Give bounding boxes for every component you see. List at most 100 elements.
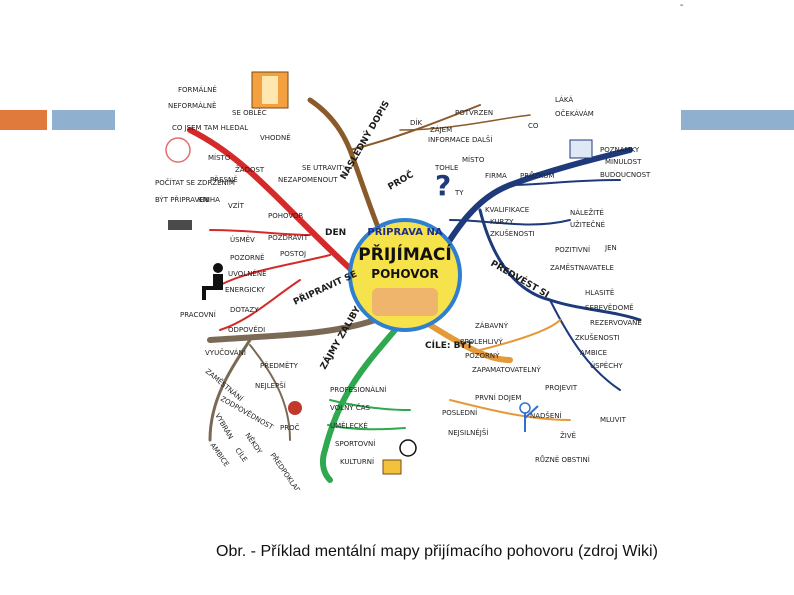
- item-cile-0: ZÁBAVNÝ: [475, 321, 509, 330]
- item-pripravit-9: VYBRÁN: [213, 412, 235, 441]
- medal-icon: [288, 401, 302, 415]
- item-den-12: KNIHA: [198, 196, 220, 204]
- item-den-2: SE OBLÉC: [232, 108, 267, 117]
- item-cile-2: POZORNÝ: [465, 351, 500, 360]
- item-dopis-1: ZÁJEM: [430, 125, 452, 134]
- central-topic: PŘÍPRAVA NA PŘIJÍMACÍ POHOVOR: [348, 218, 462, 332]
- item-den-3: VHODNĚ: [260, 133, 291, 142]
- item-proc-9: KURZY: [490, 218, 514, 226]
- face-icon: [165, 137, 191, 163]
- item-zajmy-2: UMĚLECKÉ: [330, 421, 368, 430]
- item-den-15: ÚSMĚV: [230, 235, 255, 244]
- item-zajmy-3: SPORTOVNÍ: [335, 439, 375, 448]
- item-den-16: POZDRAVIT: [268, 234, 309, 242]
- item-pripravit-12: CÍLE: [233, 446, 249, 464]
- item-den-14: POHOVOR: [268, 212, 304, 220]
- item-den-13: VZÍT: [228, 201, 245, 210]
- branch-label-proc: PROČ: [386, 168, 416, 192]
- item-pripravit-1: DOTAZY: [230, 306, 259, 314]
- item-proc-12: UŽITEČNÉ: [570, 220, 605, 229]
- book-icon: [168, 220, 192, 230]
- branch-items-dopis: DÍK ZÁJEM POTVRZEN INFORMACE DALŠÍ CO LÁ…: [410, 95, 594, 144]
- central-line1: PŘÍPRAVA NA: [367, 225, 442, 238]
- item-cile-4: PRVNÍ DOJEM: [475, 393, 521, 402]
- item-den-4: SE UTRAVIT: [302, 164, 343, 172]
- branch-items-den: FORMÁLNĚ NEFORMÁLNĚ SE OBLÉC VHODNĚ SE U…: [155, 85, 343, 294]
- person-waving-icon: [519, 402, 539, 432]
- item-pripravit-2: ODPOVĚDI: [228, 325, 265, 334]
- item-proc-14: JEN: [604, 244, 617, 252]
- item-zajmy-1: VOLNÝ ČAS: [330, 403, 370, 412]
- item-zajmy-4: KULTURNÍ: [340, 457, 374, 466]
- item-proc-6: BUDOUCNOST: [600, 171, 651, 179]
- accent-bar-blue-left: [52, 110, 115, 130]
- branch-items-predvest: ZAMĚSTNAVATELE HLASITĚ SEBEVĚDOMĚ REZERV…: [550, 263, 642, 370]
- central-line2: PŘIJÍMACÍ: [358, 243, 451, 265]
- item-dopis-5: LÁKÁ: [555, 95, 573, 104]
- item-cile-3: ZAPAMATOVATELNÝ: [472, 365, 542, 374]
- accent-bar-orange: [0, 110, 47, 130]
- item-den-7: ŽÁDOST: [235, 165, 265, 174]
- item-pripravit-6: NEJLEPŠÍ: [255, 381, 286, 390]
- person-sitting-icon: [202, 263, 223, 300]
- item-proc-2: FIRMA: [485, 172, 507, 180]
- item-den-5: CO JSEM TAM HLEDAL: [172, 124, 248, 132]
- branch-label-zajmy: ZÁJMY ZÁLIBY: [317, 304, 363, 372]
- item-dopis-3: INFORMACE DALŠÍ: [428, 135, 492, 144]
- item-cile-6: NEJSILNĚJŠÍ: [448, 428, 488, 437]
- item-dopis-0: DÍK: [410, 118, 422, 127]
- doors-icon: [251, 71, 289, 109]
- item-den-9: NEZAPOMENOUT: [278, 176, 338, 184]
- item-proc-3: PRŮZKUM: [520, 171, 554, 180]
- item-proc-10: ZKUŠENOSTI: [490, 229, 535, 238]
- item-den-10: POČÍTAT SE ZDRŽENÍM: [155, 178, 235, 187]
- item-pripravit-11: NĚKDY: [243, 431, 264, 456]
- handshake-icon: [372, 288, 438, 316]
- item-cile-7: PROJEVIT: [545, 384, 578, 392]
- item-dopis-6: OČEKÁVÁM: [555, 109, 594, 118]
- branch-label-predvest: PŘEDVÉST SI: [489, 257, 552, 300]
- item-predvest-6: ÚSPĚCHY: [590, 361, 623, 370]
- item-predvest-3: REZERVOVANĚ: [590, 318, 642, 327]
- branch-items-cile: ZÁBAVNÝ SPOLEHLIVÝ POZORNÝ ZAPAMATOVATEL…: [442, 321, 627, 464]
- branch-label-cile: CÍLE: BÝT: [425, 339, 473, 351]
- item-den-18: POSTOJ: [280, 250, 306, 258]
- item-proc-4: POZNAMKY: [600, 146, 640, 154]
- item-den-0: FORMÁLNĚ: [178, 85, 217, 94]
- item-cile-8: NADŠENÍ: [530, 411, 562, 420]
- item-pripravit-4: PŘEDMĚTY: [260, 361, 299, 370]
- item-den-1: NEFORMÁLNĚ: [168, 101, 216, 110]
- item-dopis-2: POTVRZEN: [455, 109, 493, 117]
- item-pripravit-0: PRACOVNÍ: [180, 310, 216, 319]
- item-predvest-5: AMBICE: [580, 349, 607, 357]
- question-mark-icon: ?: [435, 169, 451, 202]
- item-pripravit-8: PROČ: [280, 423, 300, 432]
- accent-bar-blue-right: [681, 110, 794, 130]
- item-predvest-1: HLASITĚ: [585, 288, 614, 297]
- corner-mark: -: [680, 0, 684, 11]
- football-icon: [399, 439, 417, 457]
- item-cile-5: POSLEDNÍ: [442, 408, 477, 417]
- branch-items-proc: TOHLE MÍSTO FIRMA PRŮZKUM POZNAMKY MINUL…: [434, 146, 651, 254]
- item-zajmy-0: PROFESIONÁLNÍ: [330, 385, 386, 394]
- item-pripravit-10: AMBICE: [208, 442, 230, 469]
- item-cile-1: SPOLEHLIVÝ: [460, 337, 504, 346]
- branch-items-zajmy: PROFESIONÁLNÍ VOLNÝ ČAS UMĚLECKÉ SPORTOV…: [330, 385, 386, 466]
- item-cile-10: MLUVIT: [600, 416, 627, 424]
- branch-label-den: DEN: [325, 228, 346, 238]
- item-pripravit-3: VYUČOVÁNÍ: [205, 348, 246, 357]
- item-predvest-4: ZKUŠENOSTI: [575, 333, 620, 342]
- item-pripravit-13: PŘEDPOKLAD: [268, 451, 303, 490]
- newspaper-icon: [569, 139, 593, 159]
- item-den-6: MÍSTO: [208, 153, 231, 162]
- item-proc-8: KVALIFIKACE: [485, 206, 529, 214]
- item-proc-0: TOHLE: [434, 164, 458, 172]
- theatre-masks-icon: [382, 459, 402, 475]
- item-proc-1: MÍSTO: [462, 155, 485, 164]
- item-den-20: ENERGICKY: [225, 286, 266, 294]
- item-predvest-0: ZAMĚSTNAVATELE: [550, 263, 614, 272]
- item-den-8: PŘESNĚ: [210, 175, 238, 184]
- item-den-11: BÝT PŘIPRAVEN: [155, 195, 209, 204]
- branch-label-pripravit: PŘIPRAVIT SE: [291, 268, 359, 308]
- item-proc-5: MINULOST: [605, 158, 642, 166]
